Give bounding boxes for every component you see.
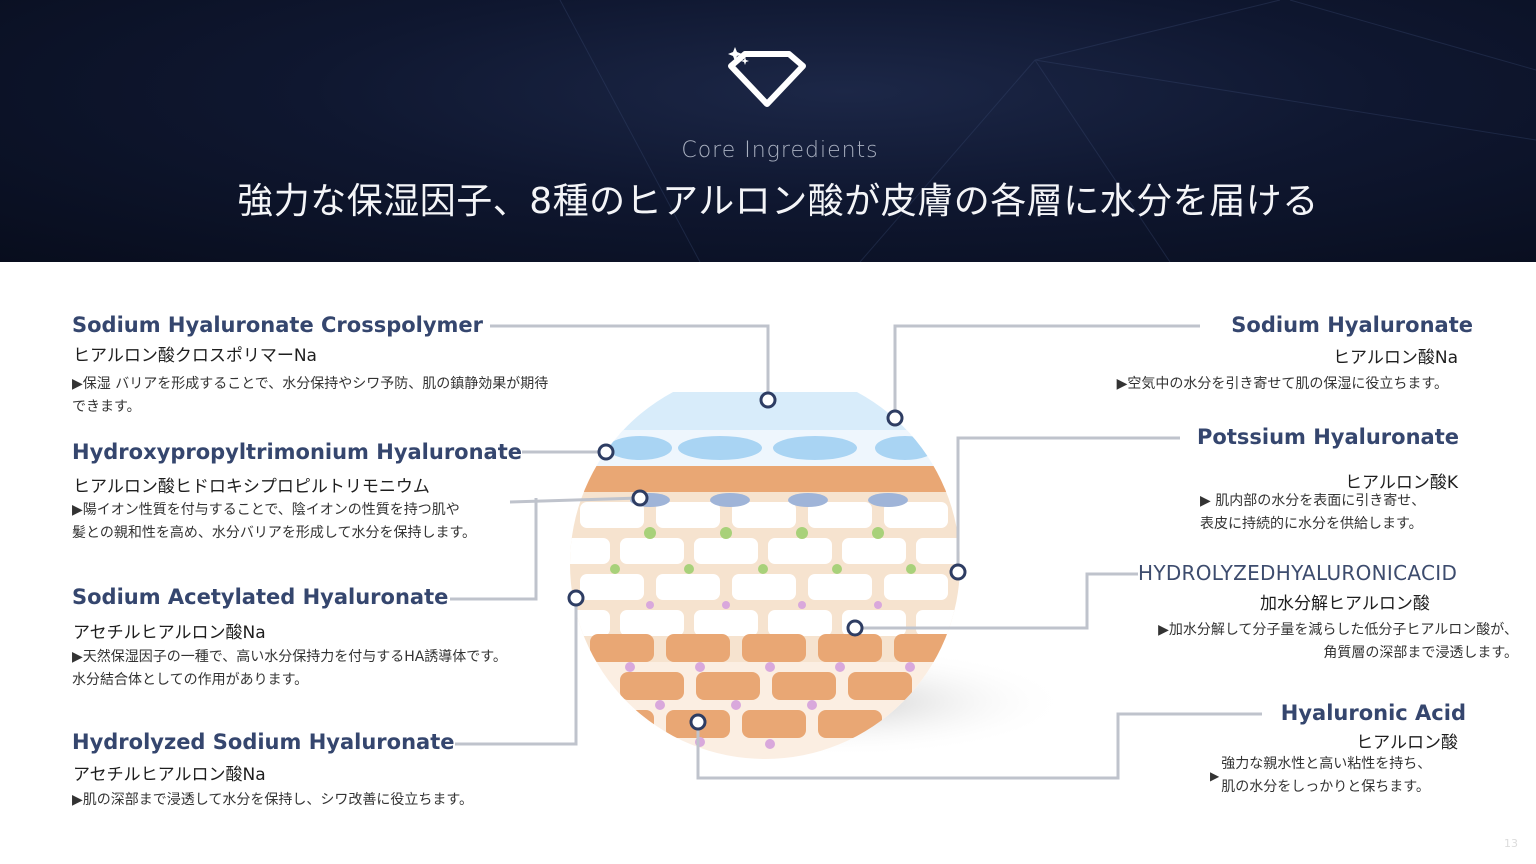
ingredient-name-sodium-hyaluronate: Sodium Hyaluronate: [1231, 313, 1473, 337]
ingredient-description: ▶ 強力な親水性と高い粘性を持ち、肌の水分をしっかりと保ちます。: [1210, 756, 1432, 795]
ingredient-jp-name: アセチルヒアルロン酸Na: [73, 765, 266, 785]
ingredient-description: ▶天然保湿因子の一種で、高い水分保持力を付与するHA誘導体です。水分結合体として…: [72, 649, 507, 688]
background-rays: [559, 0, 1536, 262]
ingredient-name-hydrolyzed-hyaluronic-acid: HYDROLYZEDHYALURONICACID: [1138, 561, 1458, 585]
ingredient-description: ▶肌の深部まで浸透して水分を保持し、シワ改善に役立ちます。: [72, 792, 473, 808]
ingredient-name-hydrolyzed-sodium-hyaluronate: Hydrolyzed Sodium Hyaluronate: [72, 730, 455, 754]
ingredient-description: ▶加水分解して分子量を減らした低分子ヒアルロン酸が、角質層の深部まで浸透します。: [1158, 622, 1518, 661]
page-title: 強力な保湿因子、8種のヒアルロン酸が皮膚の各層に水分を届ける: [237, 181, 1319, 222]
header-banner: Core Ingredients 強力な保湿因子、8種のヒアルロン酸が皮膚の各層…: [0, 0, 1536, 262]
ingredient-description: ▶ 肌内部の水分を表面に引き寄せ、表皮に持続的に水分を供給します。: [1200, 493, 1426, 532]
ingredient-name-sodium-acetylated-hyaluronate: Sodium Acetylated Hyaluronate: [72, 585, 449, 609]
ingredient-description: ▶陽イオン性質を付与することで、陰イオンの性質を持つ肌や髪との親和性を高め、水分…: [72, 502, 477, 541]
connector-lines: [450, 324, 1262, 780]
ingredient-name-hyaluronic-acid: Hyaluronic Acid: [1280, 701, 1466, 725]
section-subtitle: Core Ingredients: [681, 138, 879, 163]
ingredient-jp-name: ヒアルロン酸ヒドロキシプロピルトリモニウム: [73, 477, 430, 497]
page-number: 13: [1504, 837, 1518, 850]
ingredient-name-hydroxypropyltrimonium-hyaluronate: Hydroxypropyltrimonium Hyaluronate: [72, 440, 523, 464]
ingredient-jp-name: 加水分解ヒアルロン酸: [1260, 594, 1430, 614]
ingredient-description: ▶空気中の水分を引き寄せて肌の保湿に役立ちます。: [1116, 376, 1448, 392]
ingredient-jp-name: アセチルヒアルロン酸Na: [73, 623, 266, 643]
skin-layer-diagram: [450, 324, 1262, 780]
diamond-logo-icon: [727, 46, 811, 112]
bullet-arrow-icon: ▶: [1210, 768, 1220, 783]
ingredient-name-potssium-hyaluronate: Potssium Hyaluronate: [1197, 425, 1459, 449]
ingredient-name-sodium-hyaluronate-crosspolymer: Sodium Hyaluronate Crosspolymer: [72, 313, 484, 337]
ingredient-jp-name: ヒアルロン酸: [1356, 733, 1458, 753]
ingredient-jp-name: ヒアルロン酸Na: [1333, 348, 1458, 368]
ingredient-description: ▶保湿 バリアを形成することで、水分保持やシワ予防、肌の鎮静効果が期待できます。: [72, 376, 549, 415]
ingredient-jp-name: ヒアルロン酸クロスポリマーNa: [73, 346, 317, 366]
ingredient-jp-name: ヒアルロン酸K: [1345, 473, 1458, 493]
connector-dots: [567, 391, 967, 731]
